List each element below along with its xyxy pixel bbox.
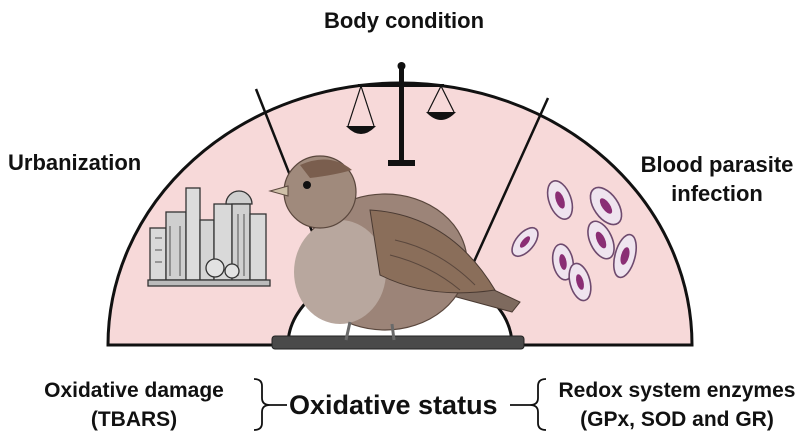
brace-left (254, 379, 270, 430)
oxidative-status-label: Oxidative status (289, 390, 498, 421)
blood-parasite-line1: Blood parasite (632, 150, 802, 179)
redox-enzymes-line2: (GPx, SOD and GR) (548, 405, 806, 434)
oxidative-damage-line2: (TBARS) (14, 405, 254, 434)
brace-right (530, 379, 546, 430)
redox-enzymes-label: Redox system enzymes (GPx, SOD and GR) (548, 376, 806, 434)
body-condition-label: Body condition (0, 8, 808, 34)
blood-parasite-label: Blood parasite infection (632, 150, 802, 208)
blood-parasite-line2: infection (632, 179, 802, 208)
urbanization-label: Urbanization (8, 150, 141, 176)
perch (272, 336, 524, 349)
oxidative-damage-label: Oxidative damage (TBARS) (14, 376, 254, 434)
redox-enzymes-line1: Redox system enzymes (548, 376, 806, 405)
oxidative-damage-line1: Oxidative damage (14, 376, 254, 405)
